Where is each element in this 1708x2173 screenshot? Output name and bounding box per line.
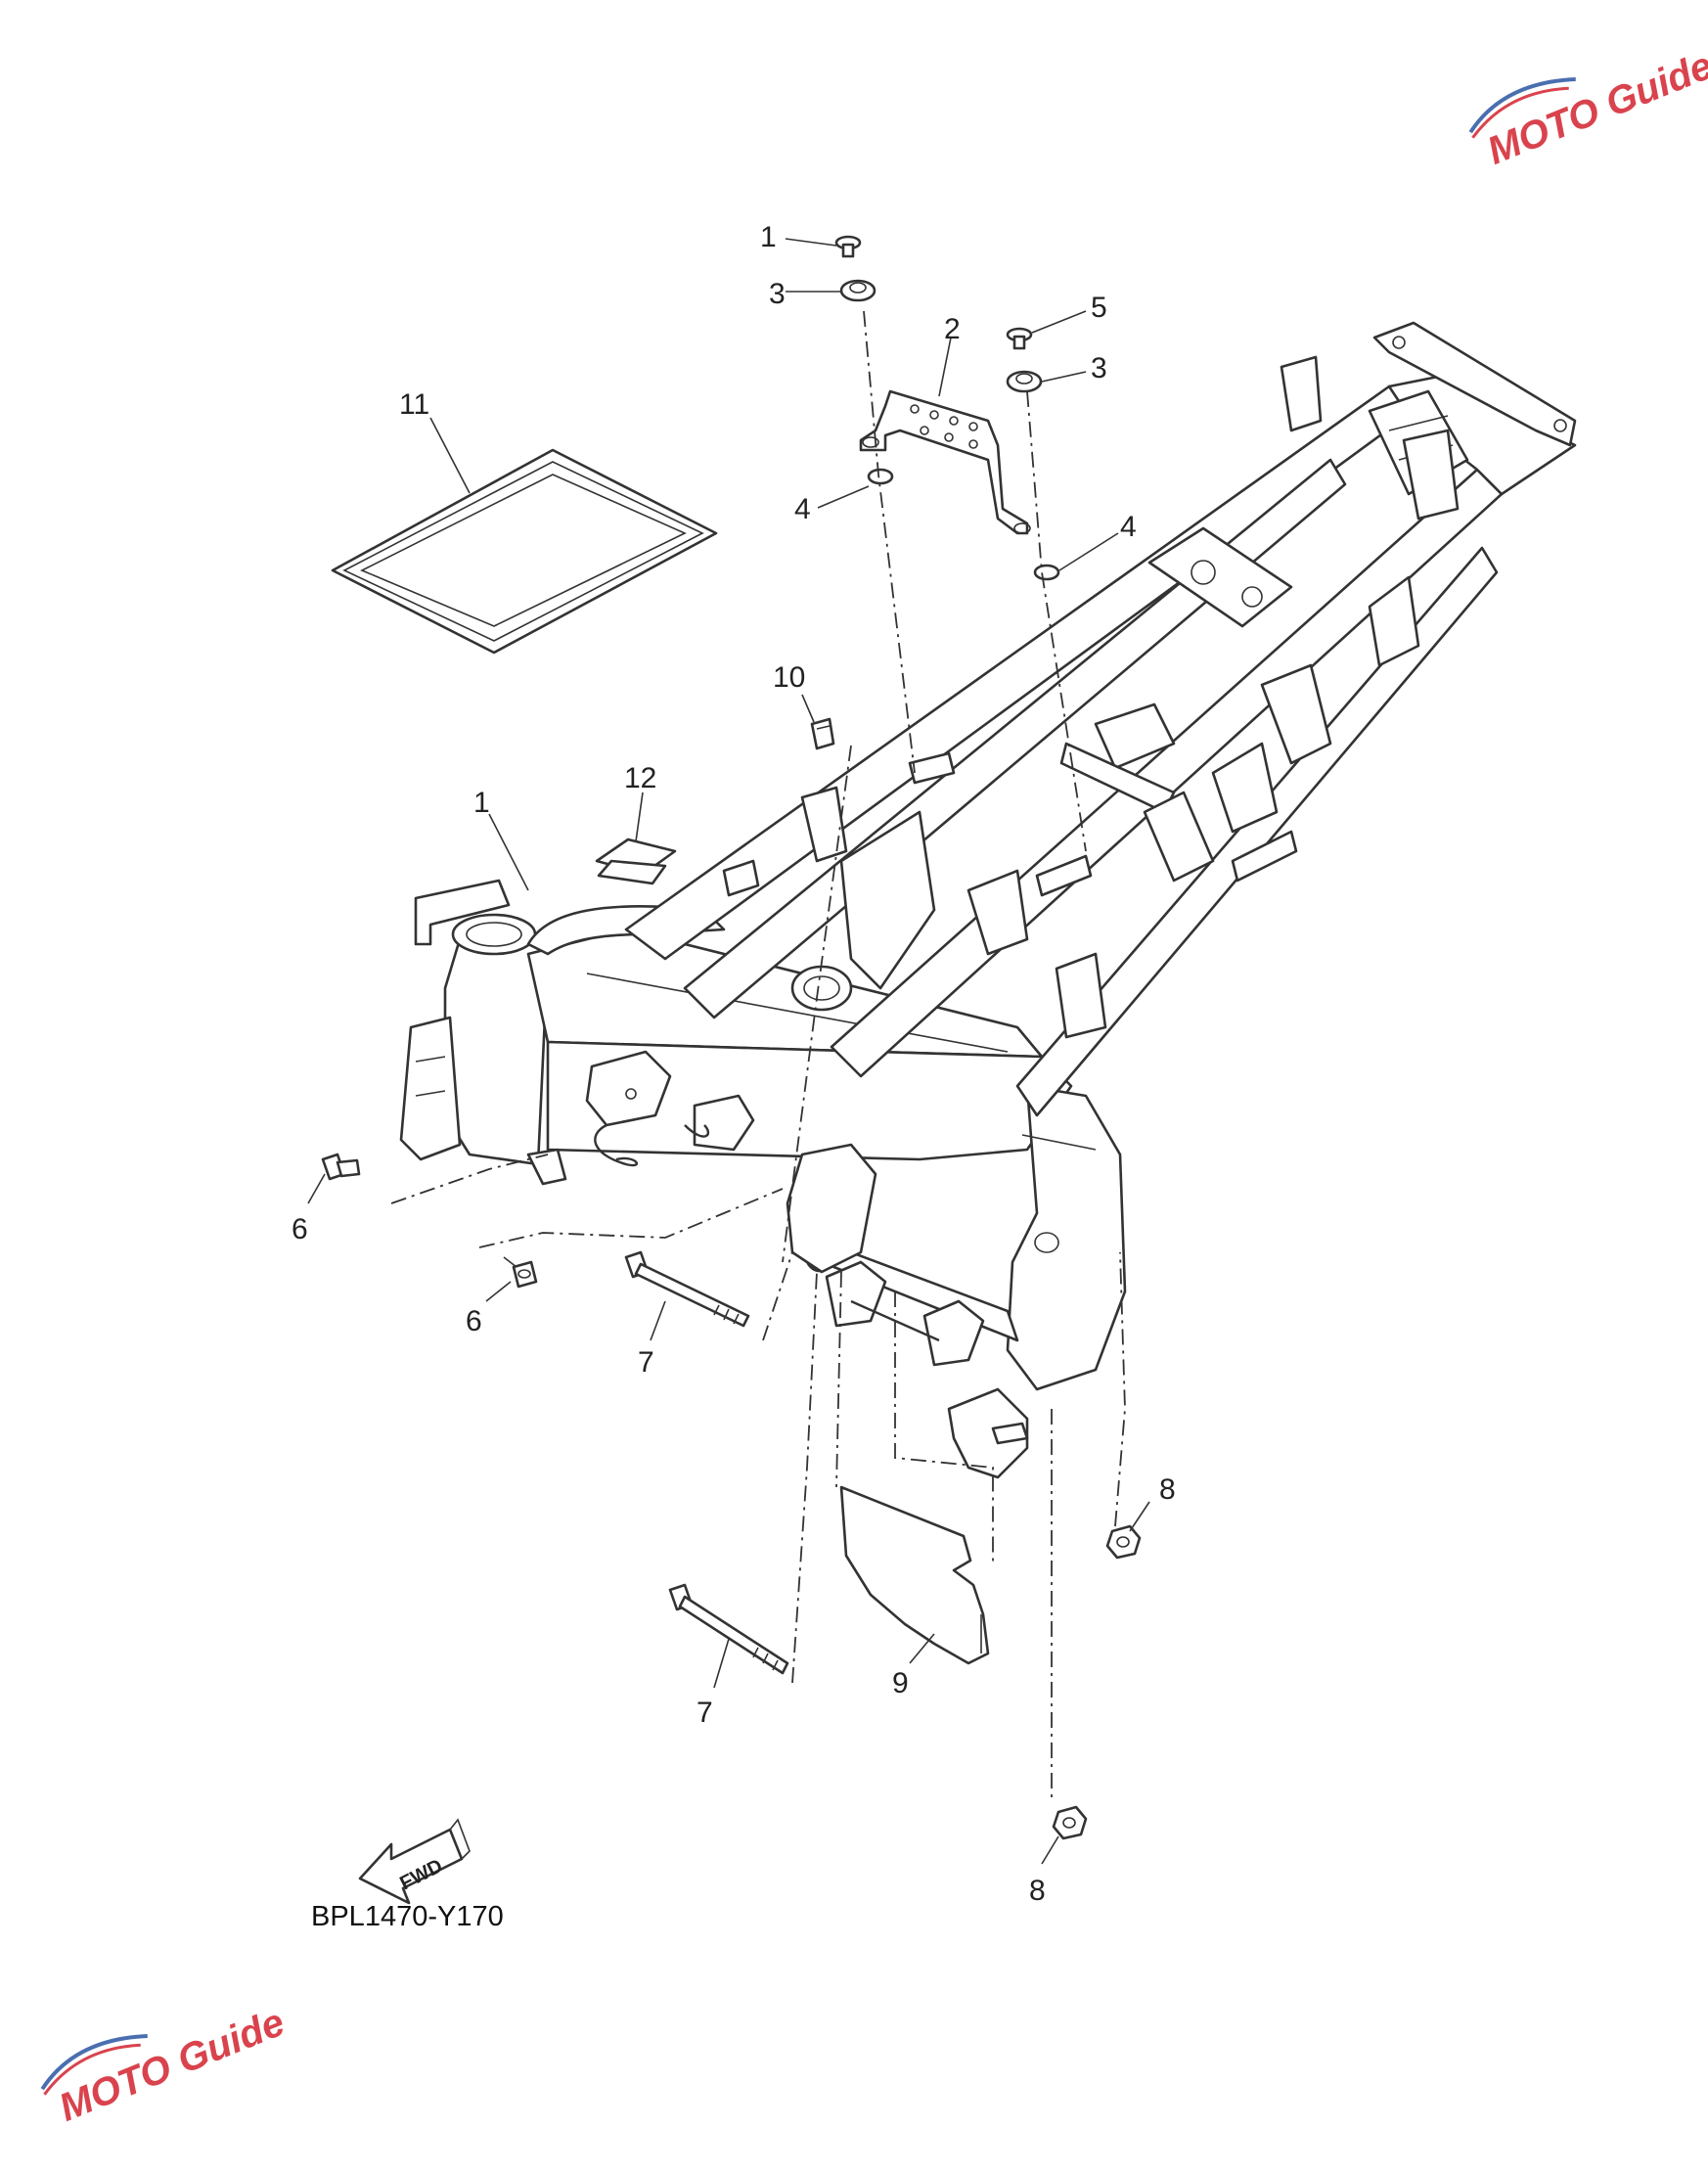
part-3-grommet-upper bbox=[839, 279, 876, 302]
callout-4: 4 bbox=[1120, 511, 1137, 543]
watermark-logo-bottom: MOTO Guide bbox=[40, 2001, 291, 2130]
callout-6: 6 bbox=[292, 1213, 308, 1245]
callout-6: 6 bbox=[466, 1305, 482, 1337]
callout-labels: 1 3 2 5 3 4 4 11 10 12 1 6 6 7 8 9 7 8 bbox=[292, 221, 1176, 1907]
part-4-collar-right bbox=[1033, 564, 1060, 581]
part-6-bolt-left bbox=[321, 1153, 361, 1181]
fwd-arrow-icon: FWD bbox=[358, 1818, 471, 1905]
callout-1: 1 bbox=[473, 787, 490, 819]
callout-9: 9 bbox=[892, 1667, 909, 1699]
part-12-label bbox=[595, 838, 677, 885]
part-2-seat-bracket bbox=[859, 389, 1031, 535]
callout-4: 4 bbox=[794, 493, 811, 525]
part-6-bolt-lower bbox=[503, 1256, 538, 1289]
part-9-cover bbox=[839, 1485, 990, 1665]
part-5-bolt-right bbox=[1006, 327, 1033, 350]
watermark-text: MOTO Guide bbox=[1481, 44, 1708, 173]
watermark-text: MOTO Guide bbox=[53, 2001, 290, 2130]
assembly-lines bbox=[390, 310, 1126, 1800]
part-7-long-bolt-lower bbox=[668, 1583, 789, 1675]
callout-7: 7 bbox=[638, 1346, 654, 1379]
part-1-main-frame bbox=[399, 879, 1127, 1391]
part-10-clip bbox=[810, 717, 835, 750]
part-7-long-bolt-upper bbox=[624, 1250, 750, 1328]
leader-lines bbox=[307, 238, 1150, 1865]
callout-5: 1 bbox=[760, 221, 777, 253]
callout-2: 2 bbox=[944, 313, 961, 345]
part-4-collar-left bbox=[867, 468, 894, 485]
part-11-owner-manual bbox=[331, 448, 718, 655]
callout-7: 7 bbox=[697, 1697, 713, 1729]
callout-11: 11 bbox=[399, 388, 429, 421]
callout-12: 12 bbox=[624, 762, 656, 794]
diagram-code: BPL1470-Y170 bbox=[311, 1901, 504, 1932]
part-8-nut-right bbox=[1105, 1524, 1142, 1560]
part-3-grommet-right bbox=[1006, 370, 1043, 393]
callout-3: 3 bbox=[769, 278, 786, 310]
watermark-logo-top: MOTO Guide bbox=[1468, 44, 1708, 173]
callout-10: 10 bbox=[773, 661, 805, 694]
callout-8: 8 bbox=[1029, 1875, 1046, 1907]
callout-8: 8 bbox=[1159, 1473, 1176, 1506]
part-8-nut-lower bbox=[1052, 1805, 1088, 1840]
callout-3: 3 bbox=[1091, 352, 1107, 385]
part-5-bolt-upper bbox=[834, 235, 862, 258]
callout-5: 5 bbox=[1091, 292, 1107, 324]
rear-subframe bbox=[624, 321, 1577, 1117]
